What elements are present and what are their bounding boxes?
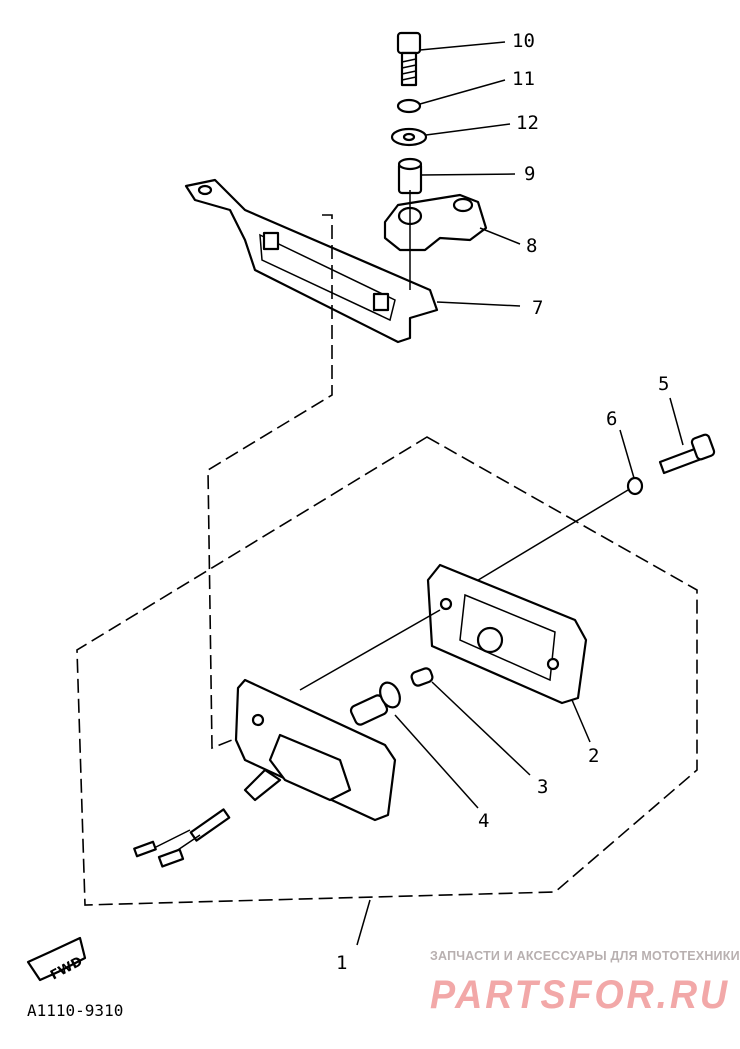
part-9-collar: [397, 157, 423, 195]
callout-1: 1: [336, 952, 347, 974]
assembly-boundary: [76, 436, 698, 906]
callout-9: 9: [524, 163, 535, 185]
callout-10: 10: [512, 30, 535, 52]
part-11-lock-washer: [396, 98, 422, 114]
callout-6: 6: [606, 408, 617, 430]
watermark-tagline: ЗАПЧАСТИ И АКСЕССУАРЫ ДЛЯ МОТОТЕХНИКИ: [430, 949, 740, 963]
part-7-stay: [184, 178, 439, 344]
part-4-socket: [349, 681, 401, 726]
callout-2: 2: [588, 745, 599, 767]
fwd-arrow-icon: FWD: [26, 936, 87, 983]
part-2-lens: [426, 563, 588, 705]
drawing-code: A1110-9310: [27, 1001, 123, 1020]
part-8-bracket: [383, 193, 488, 252]
lamp-housing: [133, 678, 397, 868]
callout-5: 5: [658, 373, 669, 395]
part-10-bolt: [396, 31, 422, 87]
guide-line: [207, 214, 333, 750]
leader-lines: [356, 41, 684, 946]
part-3-bulb: [410, 667, 434, 687]
callout-7: 7: [532, 297, 543, 319]
callout-11: 11: [512, 68, 535, 90]
callout-8: 8: [526, 235, 537, 257]
part-12-washer: [390, 127, 428, 147]
callout-4: 4: [478, 810, 489, 832]
part-5-screw: [658, 433, 716, 475]
watermark-logo: PARTSFOR.RU: [430, 973, 730, 1017]
part-6-washer: [626, 476, 644, 496]
callout-3: 3: [537, 776, 548, 798]
callout-12: 12: [516, 112, 539, 134]
